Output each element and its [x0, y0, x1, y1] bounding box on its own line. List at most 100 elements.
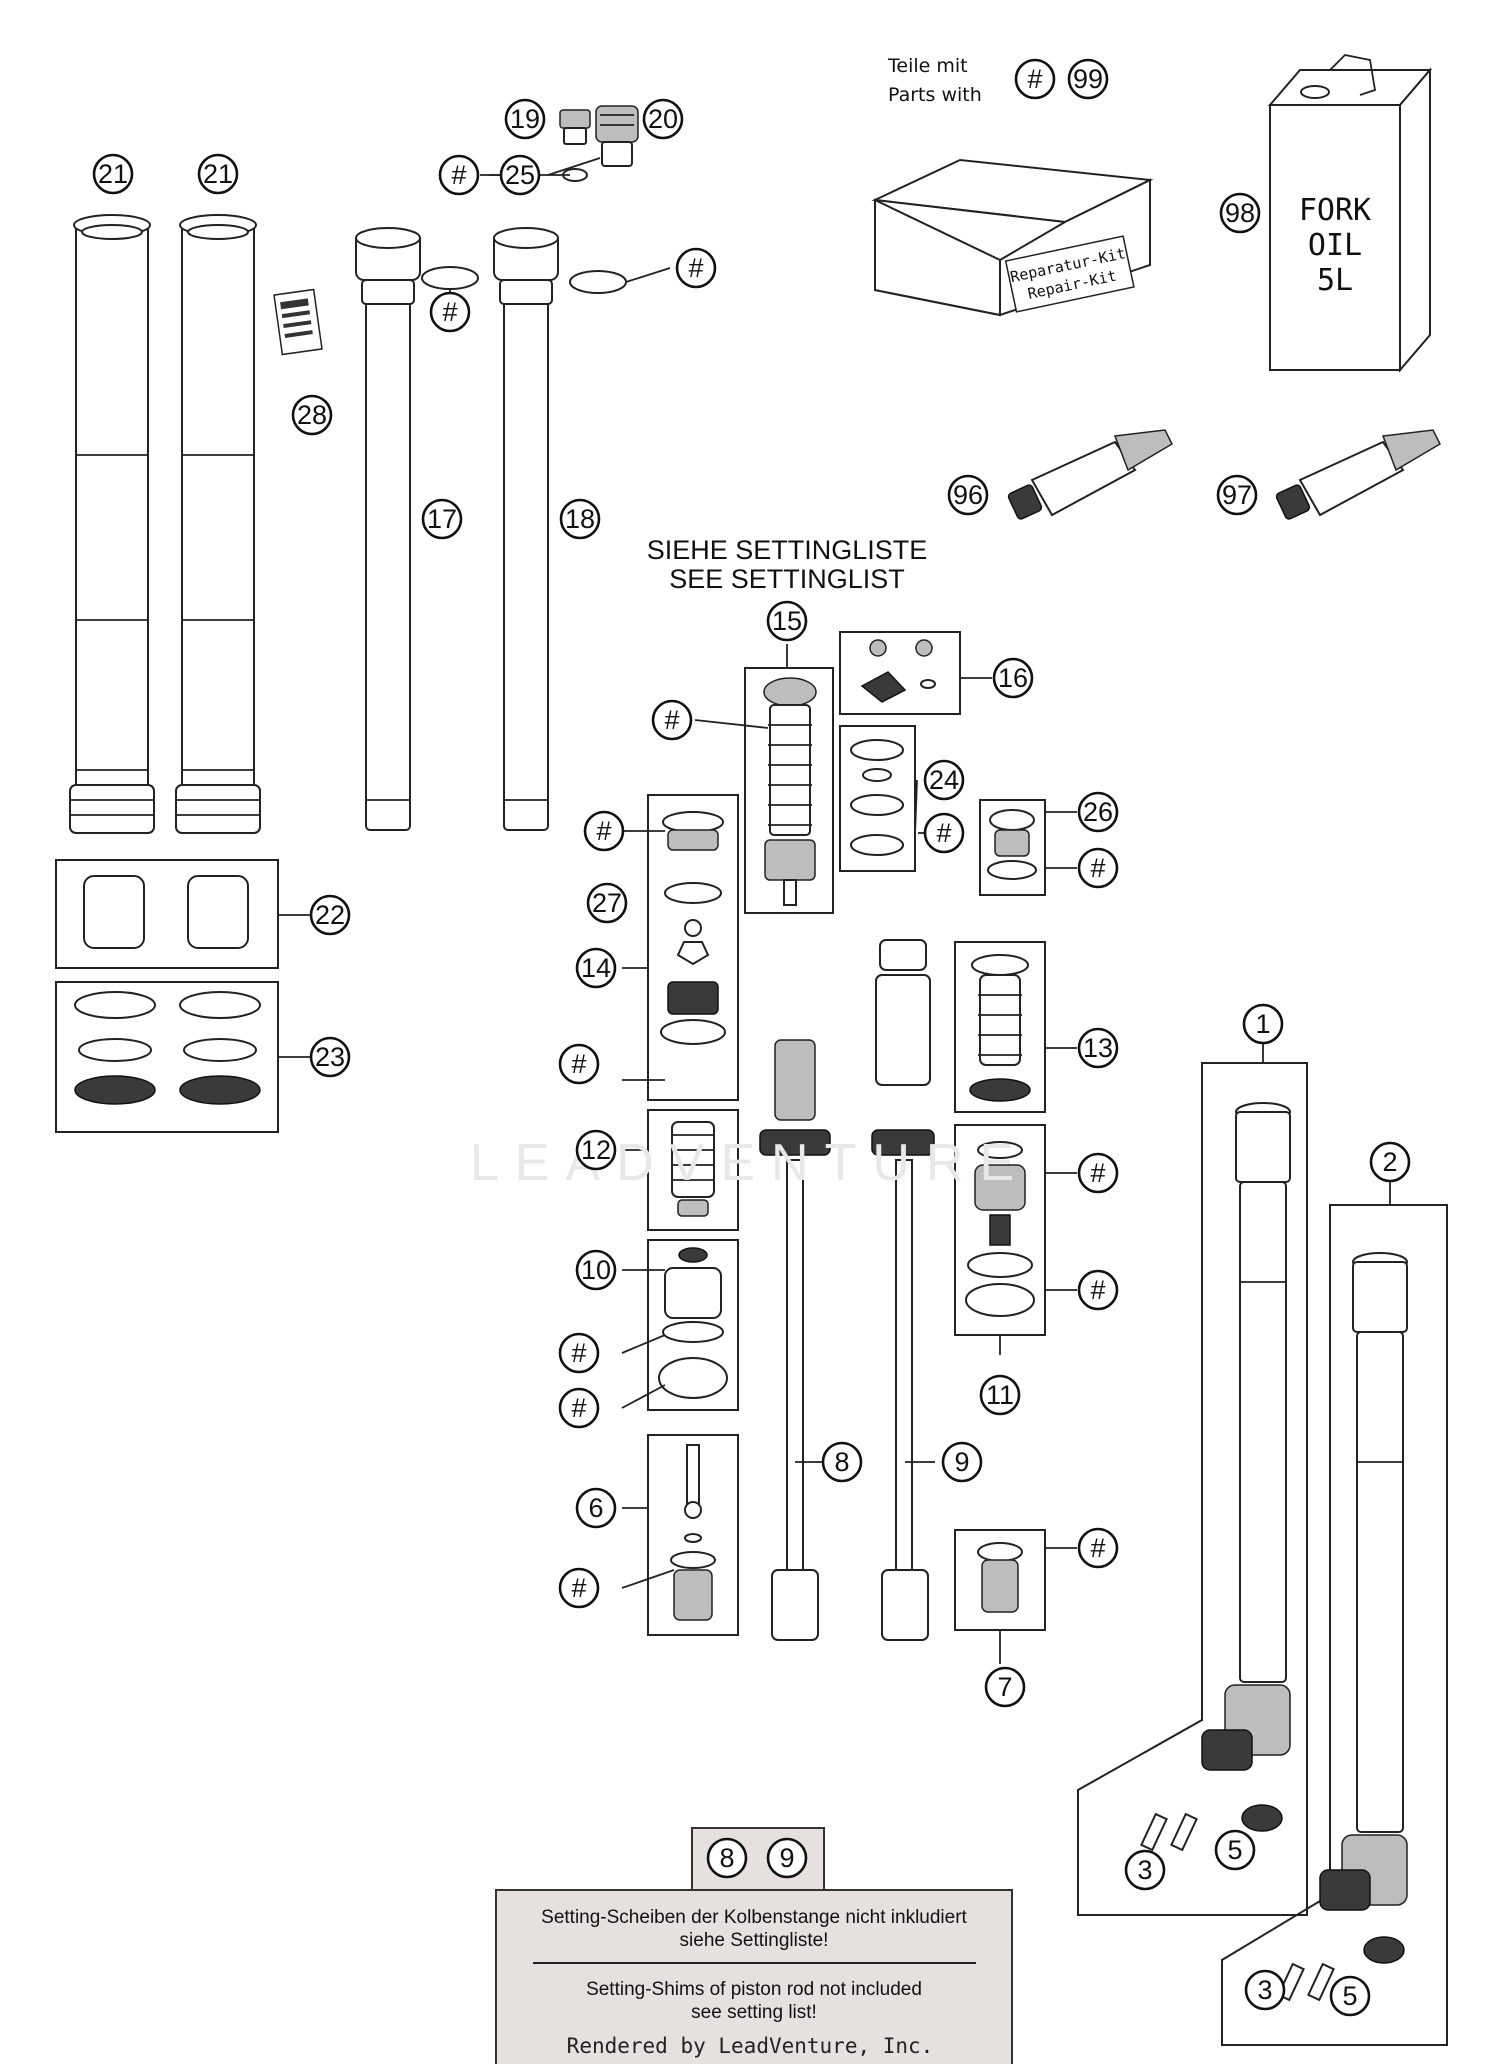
callout-13-27: 13 — [1077, 1027, 1119, 1069]
callout-hash-18: # — [923, 812, 965, 854]
top-cap — [595, 105, 639, 167]
callout-6-37: 6 — [575, 1487, 617, 1529]
outer-tube-left — [69, 214, 155, 834]
callout-11-34: 11 — [979, 1374, 1021, 1416]
callout-label: 27 — [592, 888, 622, 918]
callout-label: 18 — [565, 504, 595, 534]
callout-label: 7 — [997, 1672, 1012, 1702]
grease-tube-97 — [1275, 429, 1441, 520]
valve-parts-14 — [660, 811, 726, 1045]
cap-parts-26 — [987, 809, 1037, 880]
callout-label: # — [571, 1338, 586, 1368]
setting-heading-de: SIEHE SETTINGLISTE — [647, 535, 928, 565]
callout-2-42: 2 — [1369, 1141, 1411, 1183]
notice-ref-9: 9 — [766, 1837, 808, 1879]
svg-text:99: 99 — [1073, 64, 1103, 94]
parts-with-label-en: Parts with — [888, 84, 982, 106]
callout-label: # — [1090, 853, 1105, 883]
oil-can-label: FORK OIL 5L — [1299, 193, 1371, 298]
callout-10-31: 10 — [575, 1249, 617, 1291]
callout-label: 5 — [1342, 1981, 1357, 2011]
callout-hash-8: # — [429, 291, 471, 333]
callout-label: 21 — [203, 159, 233, 189]
callout-label: 12 — [581, 1135, 611, 1165]
callout-20-4: 20 — [642, 98, 684, 140]
cartridge-tube-18 — [493, 227, 559, 831]
parts-with-label-de: Teile mit — [887, 55, 968, 77]
callout-9-36: 9 — [941, 1441, 983, 1483]
callout-label: 21 — [98, 159, 128, 189]
svg-text:FORK: FORK — [1299, 193, 1371, 228]
callout-label: # — [664, 705, 679, 735]
callout-21-0: 21 — [92, 153, 134, 195]
callout-label: 24 — [929, 765, 959, 795]
callout-7-40: 7 — [984, 1666, 1026, 1708]
callout-label: 10 — [581, 1255, 611, 1285]
callout-label: 26 — [1083, 797, 1113, 827]
callout-label: 17 — [427, 504, 457, 534]
callout-96-12: 96 — [947, 474, 989, 516]
callout-label: 6 — [588, 1493, 603, 1523]
callout-12-28: 12 — [575, 1129, 617, 1171]
piston-parts-11 — [965, 1141, 1035, 1317]
box-15 — [744, 667, 834, 914]
notice-ref-8: 8 — [706, 1837, 748, 1879]
parts-with-99-marker: 99 — [1067, 58, 1109, 100]
callout-18-10: 18 — [559, 498, 601, 540]
callout-label: 20 — [648, 104, 678, 134]
box-6 — [647, 1434, 739, 1636]
callout-hash-7: # — [675, 247, 717, 289]
outer-tube-right — [175, 214, 261, 834]
cartridge-tube-17 — [355, 227, 421, 831]
setting-heading-en: SEE SETTINGLIST — [669, 564, 905, 594]
callout-label: 14 — [581, 953, 611, 983]
callout-label: 22 — [315, 900, 345, 930]
callout-label: 13 — [1083, 1033, 1113, 1063]
callout-hash-39: # — [1077, 1527, 1119, 1569]
callout-hash-5: # — [438, 154, 480, 196]
notice-de-line2: siehe Settingliste! — [680, 1930, 829, 1951]
callout-hash-32: # — [1077, 1152, 1119, 1194]
piston-parts-10 — [658, 1247, 728, 1399]
box-22 — [55, 859, 279, 969]
parts-with-hash-marker: # — [1014, 58, 1056, 100]
callout-28-2: 28 — [291, 394, 333, 436]
watermark: LEADVENTURE — [470, 1134, 1030, 1192]
spring-12 — [671, 1121, 715, 1217]
callout-25-6: 25 — [499, 154, 541, 196]
callout-19-3: 19 — [504, 98, 546, 140]
callout-label: # — [451, 160, 466, 190]
callout-26-19: 26 — [1077, 791, 1119, 833]
callout-label: 96 — [953, 480, 983, 510]
callout-27-24: 27 — [586, 882, 628, 924]
callout-label: # — [936, 818, 951, 848]
callout-hash-33: # — [1077, 1269, 1119, 1311]
callout-label: 98 — [1225, 198, 1255, 228]
callout-22-21: 22 — [309, 894, 351, 936]
callout-98-11: 98 — [1219, 192, 1261, 234]
seal-rings-24 — [850, 739, 904, 856]
callout-label: 3 — [1137, 1855, 1152, 1885]
callout-label: # — [596, 816, 611, 846]
notice-box — [495, 1889, 1013, 2064]
callout-hash-38: # — [558, 1567, 600, 1609]
damper-spring-15 — [763, 677, 817, 906]
callout-16-15: 16 — [992, 657, 1034, 699]
notice-en-line1: Setting-Shims of piston rod not included — [586, 1979, 922, 2000]
callout-5-46: 5 — [1329, 1975, 1371, 2017]
callout-label: 19 — [510, 104, 540, 134]
callout-8-35: 8 — [821, 1441, 863, 1483]
callout-label: 25 — [505, 160, 535, 190]
grease-tube-96 — [1007, 429, 1173, 520]
fork-leg-2 — [1277, 1252, 1408, 2002]
callout-hash-26: # — [558, 1043, 600, 1085]
callout-label: # — [1090, 1533, 1105, 1563]
callout-24-17: 24 — [923, 759, 965, 801]
callout-label: # — [688, 253, 703, 283]
callout-label: 23 — [315, 1042, 345, 1072]
callout-label: 28 — [297, 400, 327, 430]
callout-label: 2 — [1382, 1147, 1397, 1177]
callout-label: 3 — [1257, 1975, 1272, 2005]
